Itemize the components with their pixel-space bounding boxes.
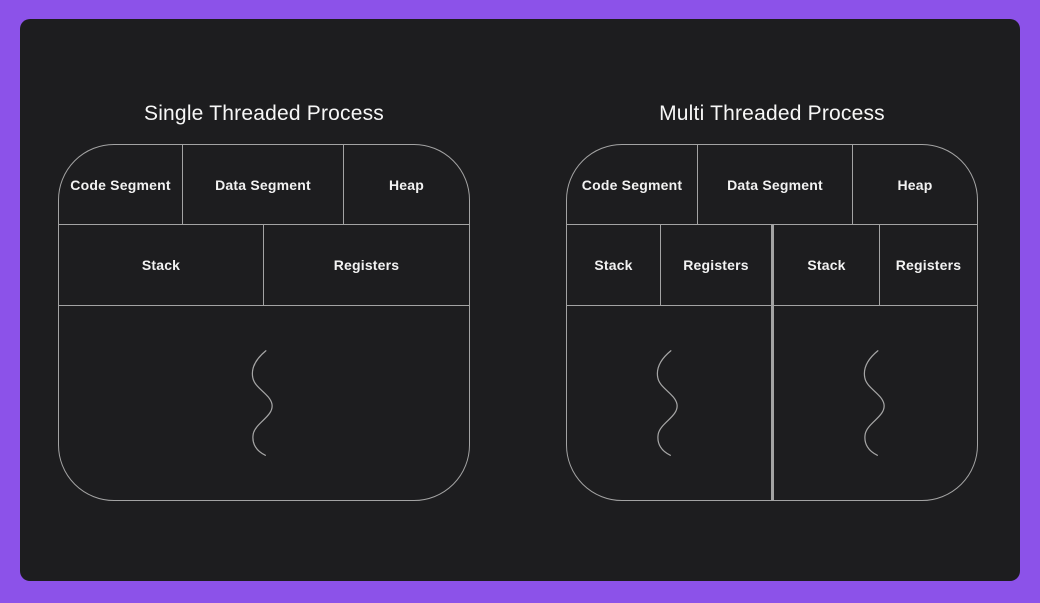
- multi-threaded-process-title: Multi Threaded Process: [659, 102, 885, 125]
- thread-split: Stack Registers Stack Registers: [567, 225, 977, 500]
- cell-heap: Heap: [897, 176, 933, 193]
- cell-code-segment: Code Segment: [59, 145, 183, 224]
- cell-heap: Heap: [388, 176, 425, 193]
- thread-2-column: Stack Registers: [774, 225, 977, 500]
- cell-registers: Registers: [895, 257, 962, 273]
- cell-stack: Stack: [59, 225, 264, 305]
- segment-row: Code Segment Data Segment Heap: [59, 145, 469, 225]
- thread-1-column: Stack Registers: [567, 225, 771, 500]
- thread-row: Stack Registers: [774, 225, 977, 306]
- thread-area: [59, 306, 469, 500]
- single-threaded-process-box: Code Segment Data Segment Heap Stack Reg…: [58, 144, 470, 501]
- canvas-panel: Single Threaded Process Multi Threaded P…: [20, 19, 1020, 581]
- segment-row: Code Segment Data Segment Heap: [567, 145, 977, 225]
- multi-threaded-process-box: Code Segment Data Segment Heap Stack Reg…: [566, 144, 978, 501]
- thread-area: [774, 306, 977, 500]
- thread-squiggle-icon: [656, 350, 678, 456]
- thread-divider-line: [771, 225, 774, 500]
- cell-data-segment: Data Segment: [698, 145, 853, 224]
- cell-registers: Registers: [683, 257, 749, 273]
- cell-stack: Stack: [567, 225, 661, 305]
- thread-squiggle-icon: [251, 350, 273, 456]
- single-threaded-process-title: Single Threaded Process: [143, 102, 385, 125]
- cell-data-segment: Data Segment: [183, 145, 344, 224]
- cell-registers: Registers: [333, 257, 400, 273]
- cell-code-segment: Code Segment: [567, 145, 698, 224]
- cell-stack: Stack: [774, 225, 880, 305]
- thread-row: Stack Registers: [59, 225, 469, 306]
- thread-area: [567, 306, 771, 500]
- thread-squiggle-icon: [863, 350, 885, 456]
- thread-row: Stack Registers: [567, 225, 771, 306]
